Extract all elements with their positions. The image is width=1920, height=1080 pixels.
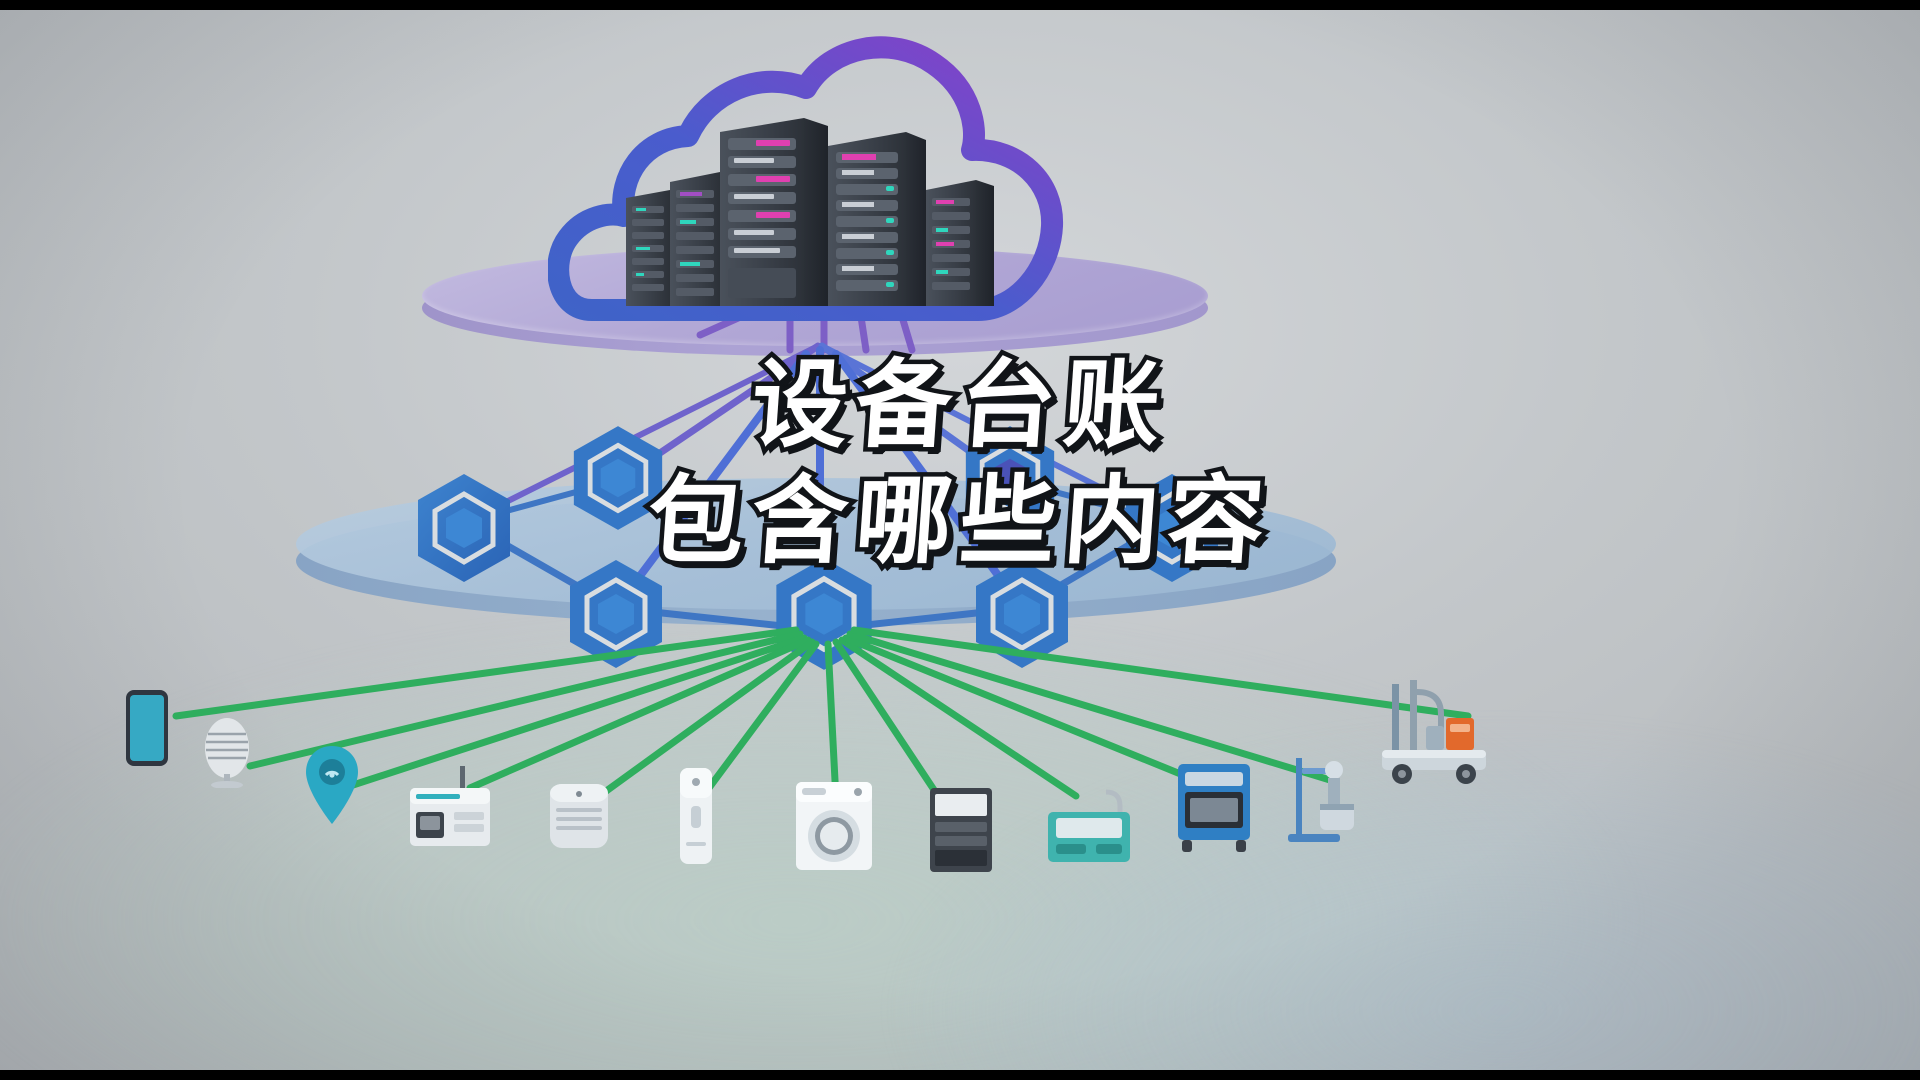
mobile-reactor-icon bbox=[1380, 678, 1492, 788]
hex-node-lower-left bbox=[566, 558, 666, 670]
hex-node-lower-right bbox=[972, 558, 1072, 670]
location-beacon-icon bbox=[302, 744, 362, 828]
server-cabinet-icon bbox=[928, 786, 994, 874]
hex-node-upper-left bbox=[570, 424, 666, 532]
hex-node-far-right bbox=[1122, 472, 1222, 584]
smartphone-icon bbox=[124, 688, 170, 768]
letterbox-bar-top bbox=[0, 0, 1920, 10]
hex-node-upper-right bbox=[962, 424, 1058, 532]
hex-node-far-left bbox=[414, 472, 514, 584]
hex-to-device-links bbox=[172, 626, 1472, 814]
server-rack-center bbox=[720, 118, 828, 306]
iot-architecture-illustration: 设备台账 包含哪些内容 bbox=[0, 10, 1920, 1070]
washing-machine-icon bbox=[794, 780, 874, 872]
server-rack-group bbox=[614, 110, 1034, 310]
reactor-stand-icon bbox=[1284, 750, 1364, 846]
cloud-icon bbox=[548, 26, 1088, 326]
lab-analyzer-icon bbox=[408, 762, 492, 848]
ultrasonic-cleaner-icon bbox=[1046, 786, 1132, 864]
microphone-icon bbox=[196, 710, 258, 788]
air-purifier-icon bbox=[548, 778, 610, 850]
server-rack-right bbox=[828, 132, 926, 306]
incubator-icon bbox=[1176, 762, 1252, 854]
server-rack-far-right bbox=[926, 180, 994, 306]
letterbox-bar-bottom bbox=[0, 1070, 1920, 1080]
water-dispenser-icon bbox=[676, 766, 716, 866]
